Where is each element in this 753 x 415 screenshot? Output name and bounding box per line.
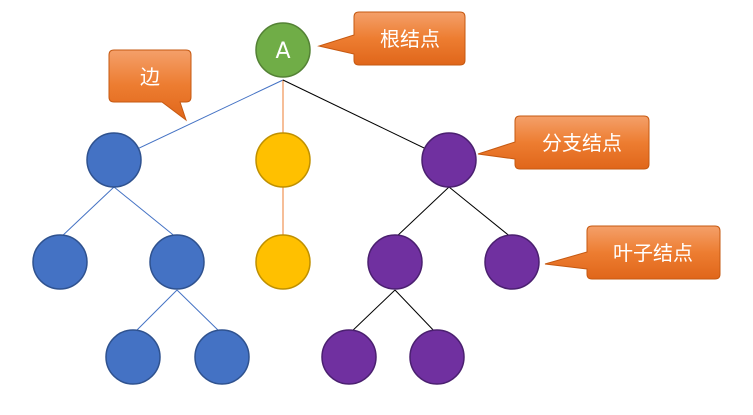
purple-node bbox=[484, 234, 540, 290]
callout-leaf-shape bbox=[544, 225, 721, 280]
callout-branch-shape bbox=[477, 115, 650, 170]
edges bbox=[59, 79, 513, 335]
edge-blue-bottom-left bbox=[132, 289, 178, 335]
edge-purple-bottom-left bbox=[348, 289, 396, 335]
yellow-node bbox=[255, 132, 311, 188]
root-node-label: A bbox=[275, 39, 290, 64]
callout-edge-text: 边 bbox=[140, 65, 160, 89]
yellow-node bbox=[255, 234, 311, 290]
edge-purple-left bbox=[394, 186, 450, 239]
callout-branch: 分支结点 bbox=[477, 115, 650, 170]
callout-leaf: 叶子结点 bbox=[544, 225, 721, 280]
purple-node bbox=[321, 329, 377, 385]
blue-node bbox=[32, 234, 88, 290]
callout-edge: 边 bbox=[108, 49, 192, 122]
blue-node bbox=[86, 132, 142, 188]
purple-node bbox=[367, 234, 423, 290]
callout-root-text: 根结点 bbox=[380, 27, 440, 51]
purple-node bbox=[421, 132, 477, 188]
callout-edge-shape bbox=[108, 49, 192, 122]
blue-node bbox=[194, 329, 250, 385]
edge-blue-left bbox=[59, 186, 115, 239]
callout-leaf-text: 叶子结点 bbox=[613, 241, 693, 265]
root-node bbox=[255, 22, 311, 78]
purple-node bbox=[409, 329, 465, 385]
edge-root-blue bbox=[113, 79, 284, 161]
edge-purple-right bbox=[448, 186, 513, 239]
blue-node bbox=[105, 329, 161, 385]
nodes: A bbox=[32, 22, 540, 385]
callout-root-shape bbox=[317, 11, 466, 66]
edge-blue-right bbox=[113, 186, 178, 239]
edge-root-purple bbox=[282, 79, 450, 161]
callout-branch-text: 分支结点 bbox=[542, 131, 622, 155]
edge-purple-bottom-right bbox=[394, 289, 438, 335]
blue-node bbox=[149, 234, 205, 290]
callout-root: 根结点 bbox=[317, 11, 466, 66]
edge-blue-bottom-right bbox=[176, 289, 223, 335]
